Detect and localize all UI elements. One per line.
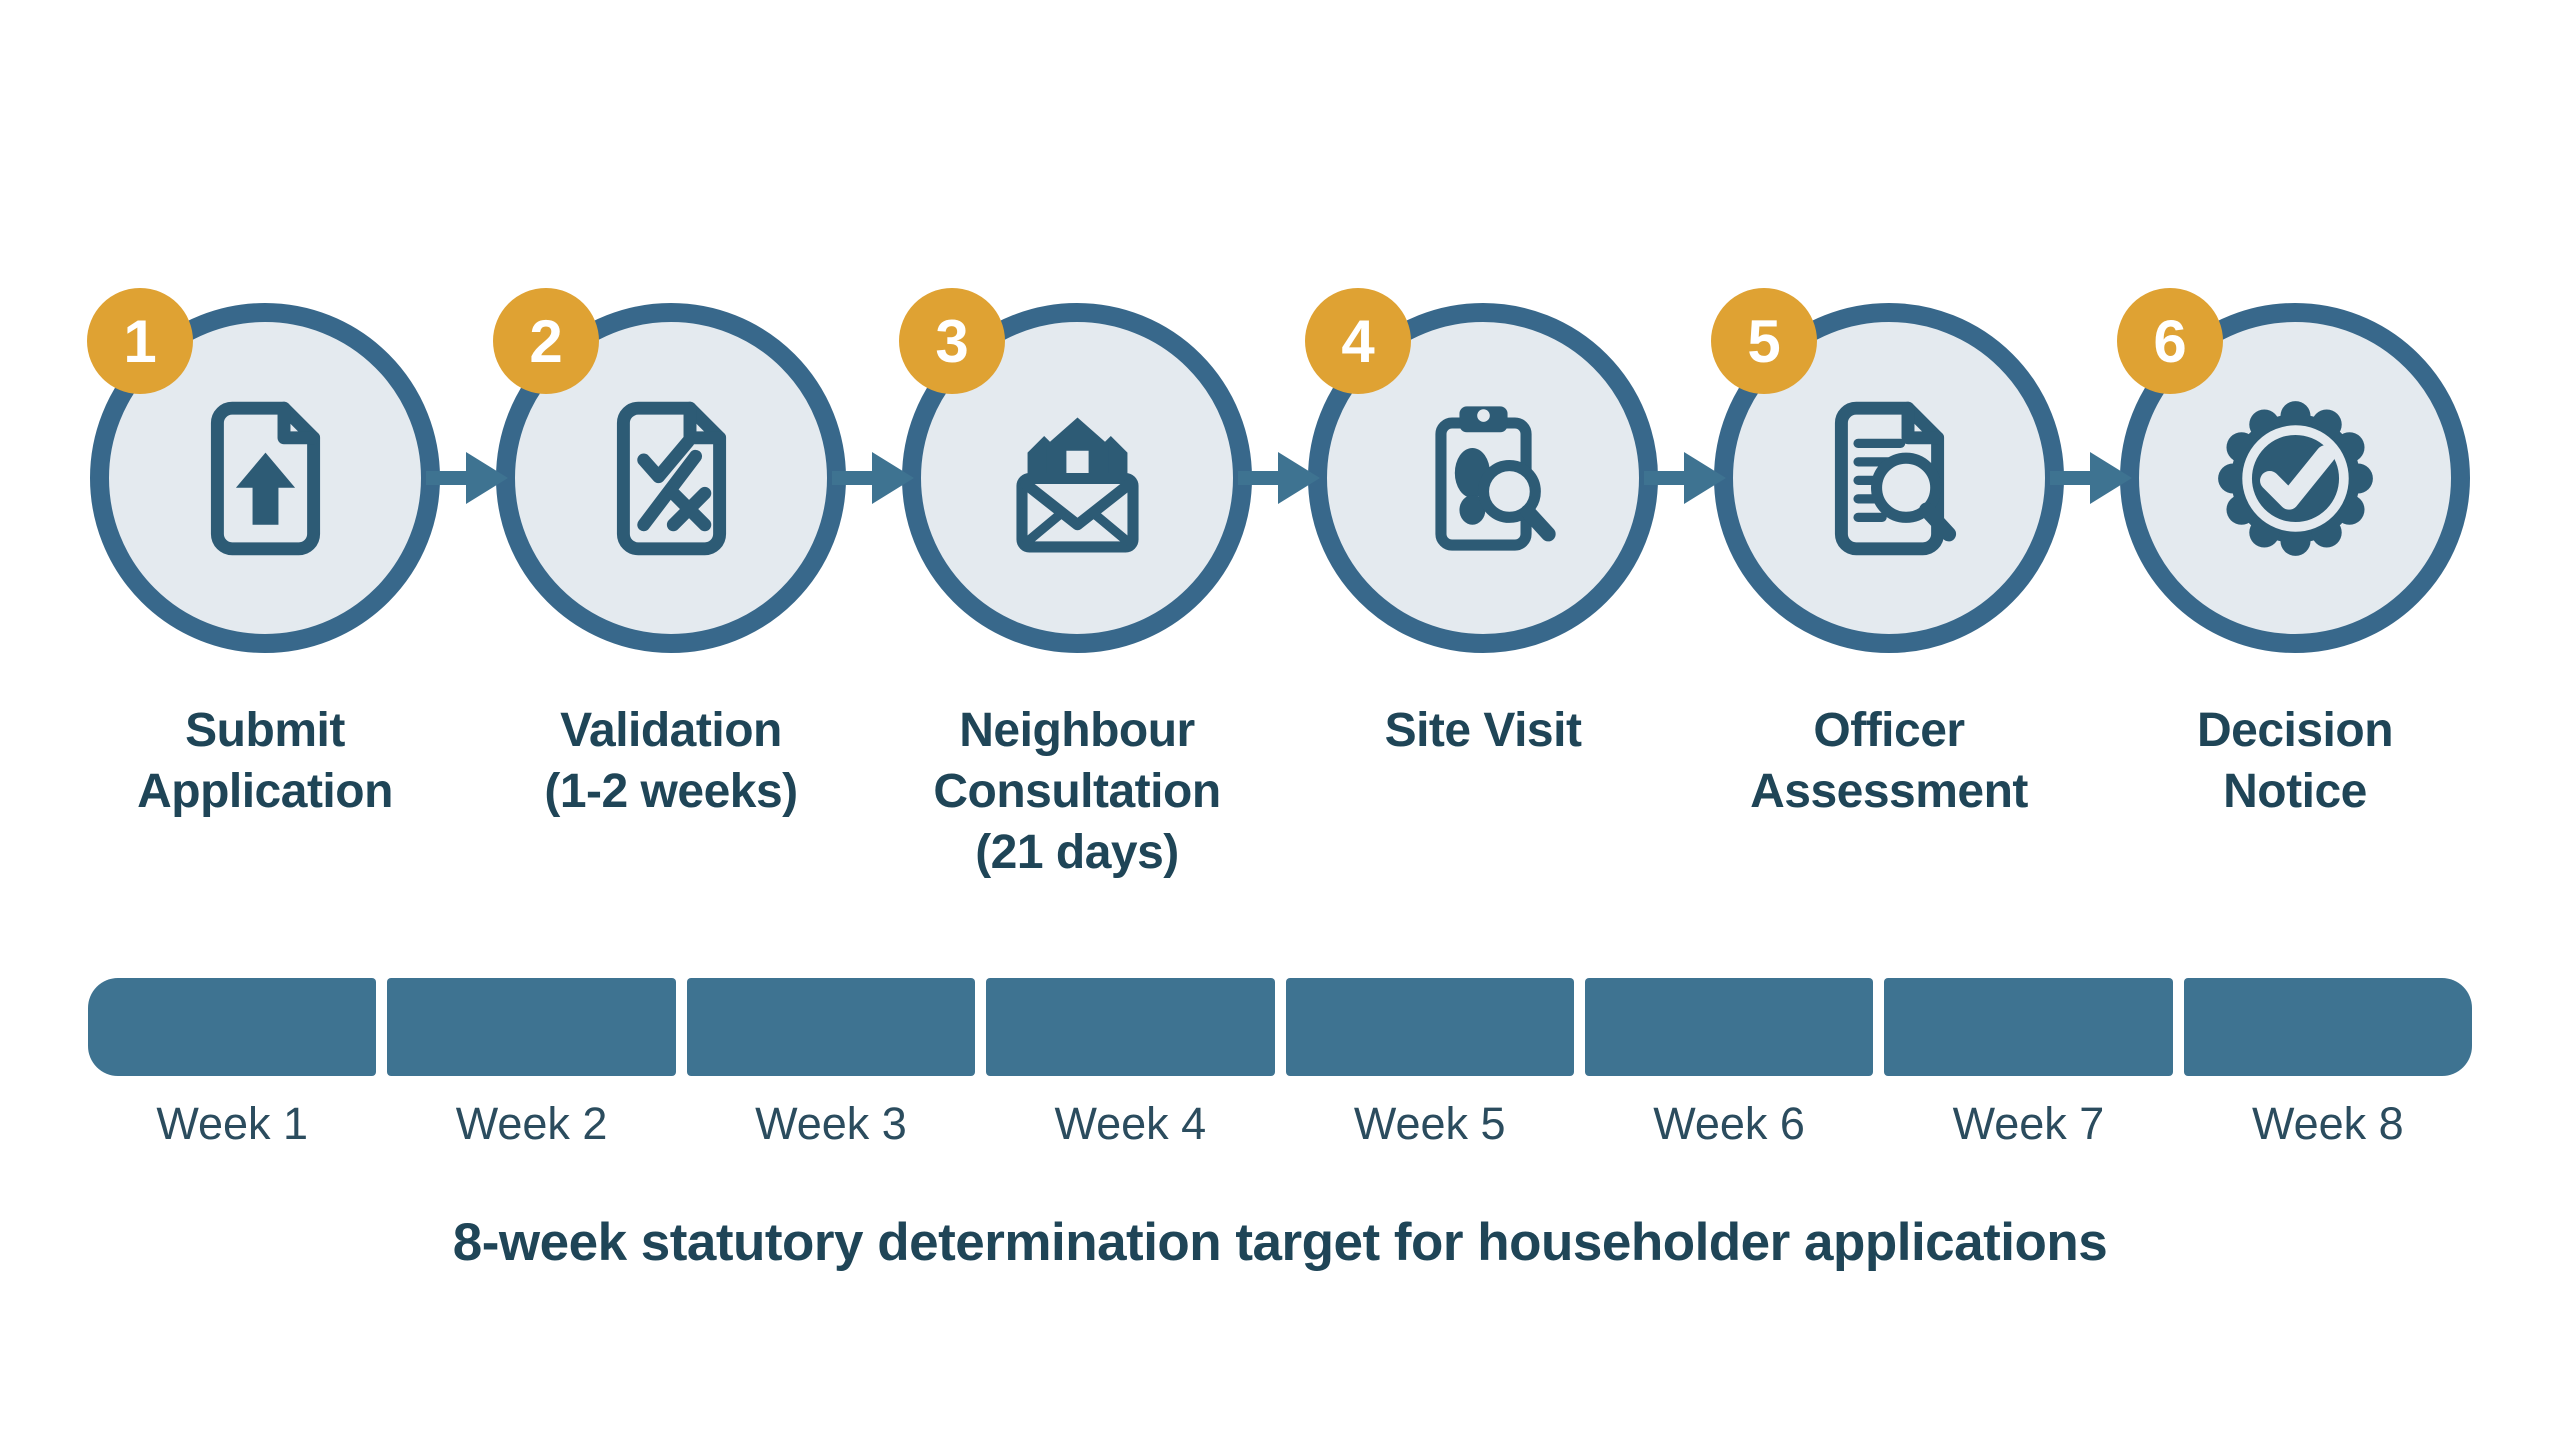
- week-label: Week 5: [1353, 1098, 1506, 1149]
- timeline-segment: [387, 978, 676, 1076]
- week-labels: Week 1 Week 2 Week 3 Week 4 Week 5 Week …: [88, 1098, 2472, 1150]
- timeline-segment: [1584, 978, 1874, 1076]
- week-label: Week 3: [755, 1098, 907, 1149]
- week-label: Week 8: [2251, 1098, 2404, 1149]
- rosette-check-icon: [2188, 371, 2403, 586]
- week-label: Week 7: [1952, 1098, 2105, 1149]
- week-label: Week 4: [1054, 1098, 1207, 1149]
- step-label: Submit Application: [137, 704, 393, 818]
- arrow-right-icon: [1644, 452, 1726, 504]
- step-number: 6: [2153, 307, 2187, 375]
- step-site-visit: 4 Site Visit: [1280, 288, 1726, 884]
- step-neighbour-consultation: 3 Neighbour Consult: [874, 288, 1320, 884]
- document-check-cross-icon: [579, 386, 764, 571]
- process-steps: 1 Submit Application 2: [62, 288, 2498, 884]
- step-number-badge: 4: [1305, 288, 1411, 394]
- step-number-badge: 2: [493, 288, 599, 394]
- timeline-bar: [88, 978, 2472, 1076]
- step-number-badge: 6: [2117, 288, 2223, 394]
- week-label: Week 6: [1653, 1098, 1805, 1149]
- step-validation: 2 Validation (1-2 weeks): [468, 288, 914, 884]
- step-label: Neighbour Consultation (21 days): [933, 704, 1221, 879]
- step-number: 3: [935, 307, 969, 375]
- step-label: Decision Notice: [2196, 704, 2394, 818]
- step-submit-application: 1 Submit Application: [62, 288, 508, 884]
- timeline: Week 1 Week 2 Week 3 Week 4 Week 5 Week …: [88, 978, 2472, 1150]
- step-label: Officer Assessment: [1750, 704, 2028, 818]
- step-number-badge: 1: [87, 288, 193, 394]
- arrow-right-icon: [1238, 452, 1320, 504]
- envelope-houses-icon: [985, 386, 1170, 571]
- timeline-segment: [2183, 978, 2472, 1076]
- step-number: 5: [1747, 307, 1781, 375]
- week-label: Week 1: [156, 1098, 309, 1149]
- step-officer-assessment: 5 Officer Assessment: [1686, 288, 2132, 884]
- upload-document-icon: [173, 386, 358, 571]
- week-label: Week 2: [455, 1098, 608, 1149]
- step-number: 2: [529, 307, 563, 375]
- document-magnifier-icon: [1797, 386, 1982, 571]
- step-decision-notice: 6: [2092, 288, 2498, 884]
- arrow-right-icon: [426, 452, 508, 504]
- arrow-right-icon: [2050, 452, 2132, 504]
- step-number-badge: 3: [899, 288, 1005, 394]
- step-number: 4: [1341, 307, 1375, 375]
- timeline-segment: [88, 978, 377, 1076]
- caption: 8-week statutory determination target fo…: [452, 1213, 2108, 1272]
- clipboard-footprint-magnifier-icon: [1391, 386, 1576, 571]
- timeline-segment: [1285, 978, 1574, 1076]
- arrow-right-icon: [832, 452, 914, 504]
- timeline-segment: [1884, 978, 2173, 1076]
- step-number-badge: 5: [1711, 288, 1817, 394]
- step-label: Site Visit: [1384, 704, 1582, 757]
- timeline-segment: [986, 978, 1275, 1076]
- step-number: 1: [123, 307, 157, 375]
- timeline-segment: [686, 978, 976, 1076]
- step-label: Validation (1-2 weeks): [544, 704, 798, 818]
